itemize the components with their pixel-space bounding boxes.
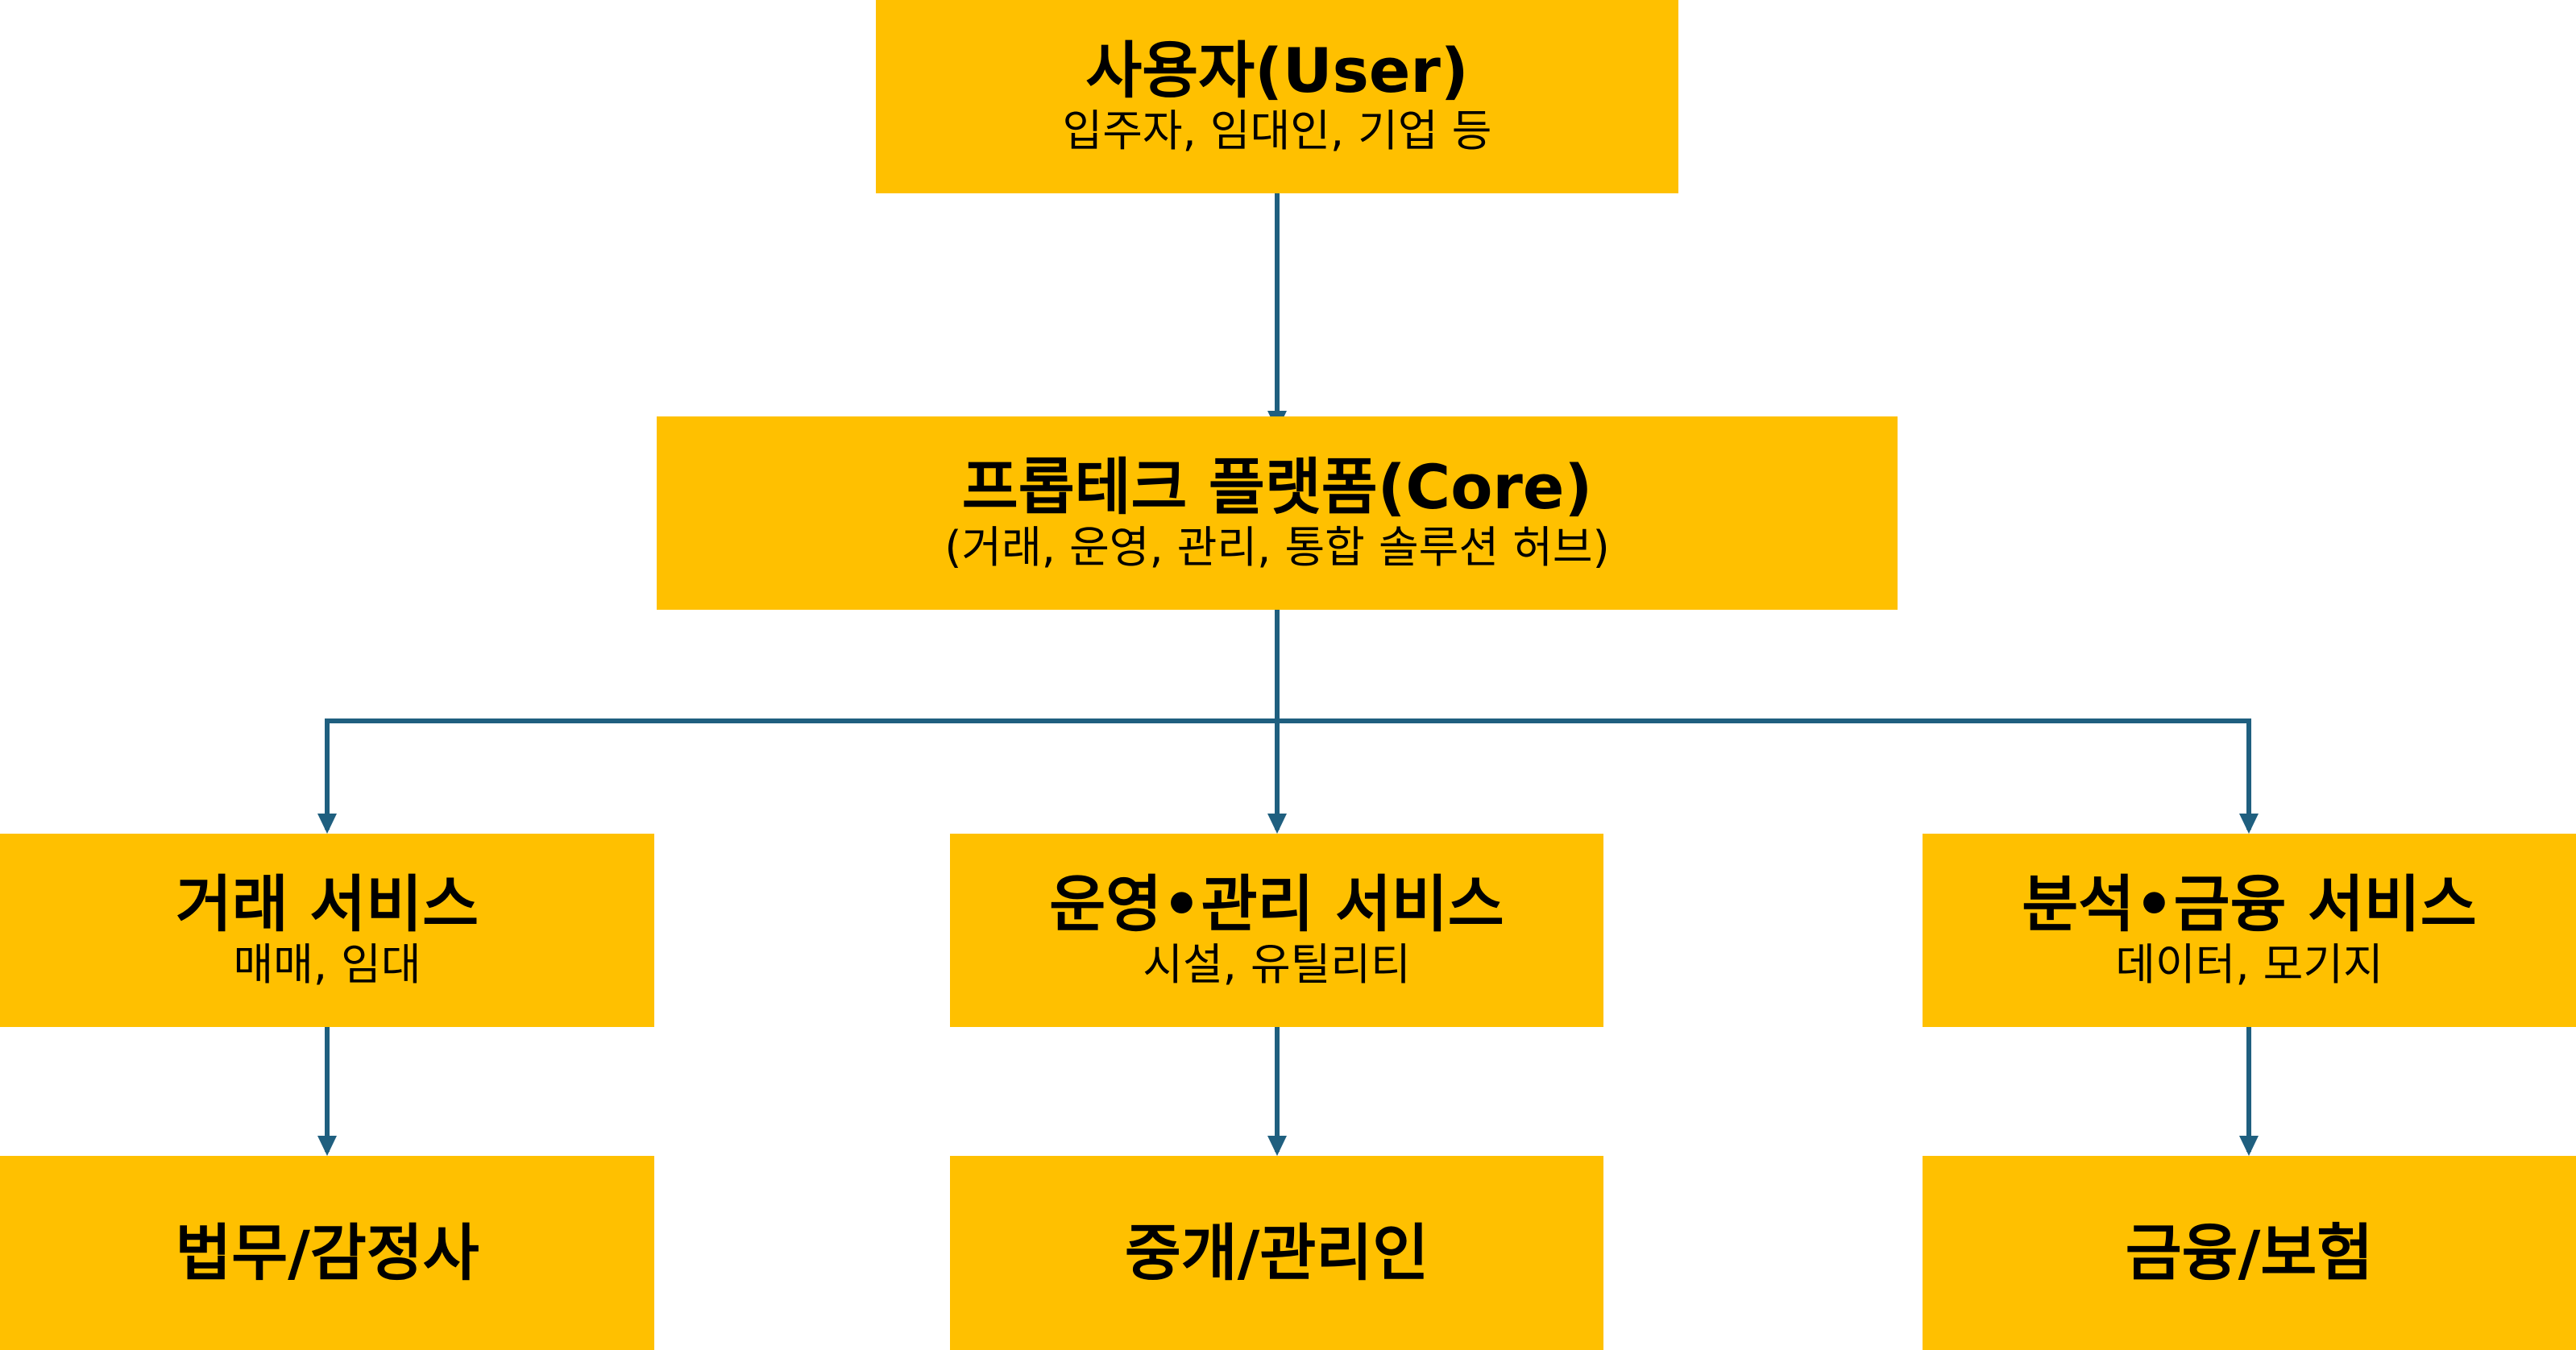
- user-subtitle: 입주자, 임대인, 기업 등: [1062, 106, 1492, 157]
- service-title: 거래 서비스: [175, 868, 479, 940]
- arrowhead-icon: [1267, 814, 1287, 834]
- service-box-trade: 거래 서비스 매매, 임대: [0, 834, 654, 1027]
- arrowhead-icon: [317, 814, 337, 834]
- user-title: 사용자(User): [1085, 34, 1469, 106]
- arrowhead-icon: [2239, 814, 2259, 834]
- partner-box-legal: 법무/감정사: [0, 1156, 654, 1350]
- service-subtitle: 매매, 임대: [233, 939, 421, 991]
- service-title: 운영•관리 서비스: [1049, 868, 1504, 940]
- arrowhead-icon: [1267, 1136, 1287, 1156]
- core-title: 프롭테크 플랫폼(Core): [961, 450, 1593, 523]
- arrowhead-icon: [2239, 1136, 2259, 1156]
- service-box-operations: 운영•관리 서비스 시설, 유틸리티: [950, 834, 1603, 1027]
- service-title: 분석•금융 서비스: [2022, 868, 2477, 940]
- core-subtitle: (거래, 운영, 관리, 통합 솔루션 허브): [944, 522, 1610, 574]
- partner-box-broker: 중개/관리인: [950, 1156, 1603, 1350]
- user-box: 사용자(User) 입주자, 임대인, 기업 등: [876, 0, 1678, 193]
- arrowhead-icon: [317, 1136, 337, 1156]
- service-box-finance: 분석•금융 서비스 데이터, 모기지: [1923, 834, 2576, 1027]
- partner-box-finance: 금융/보험: [1923, 1156, 2576, 1350]
- partner-title: 법무/감정사: [175, 1216, 479, 1289]
- service-subtitle: 시설, 유틸리티: [1143, 939, 1411, 991]
- partner-title: 중개/관리인: [1124, 1216, 1429, 1289]
- partner-title: 금융/보험: [2125, 1216, 2374, 1289]
- core-box: 프롭테크 플랫폼(Core) (거래, 운영, 관리, 통합 솔루션 허브): [657, 416, 1898, 610]
- branch-line: [325, 718, 2251, 830]
- service-subtitle: 데이터, 모기지: [2115, 939, 2383, 991]
